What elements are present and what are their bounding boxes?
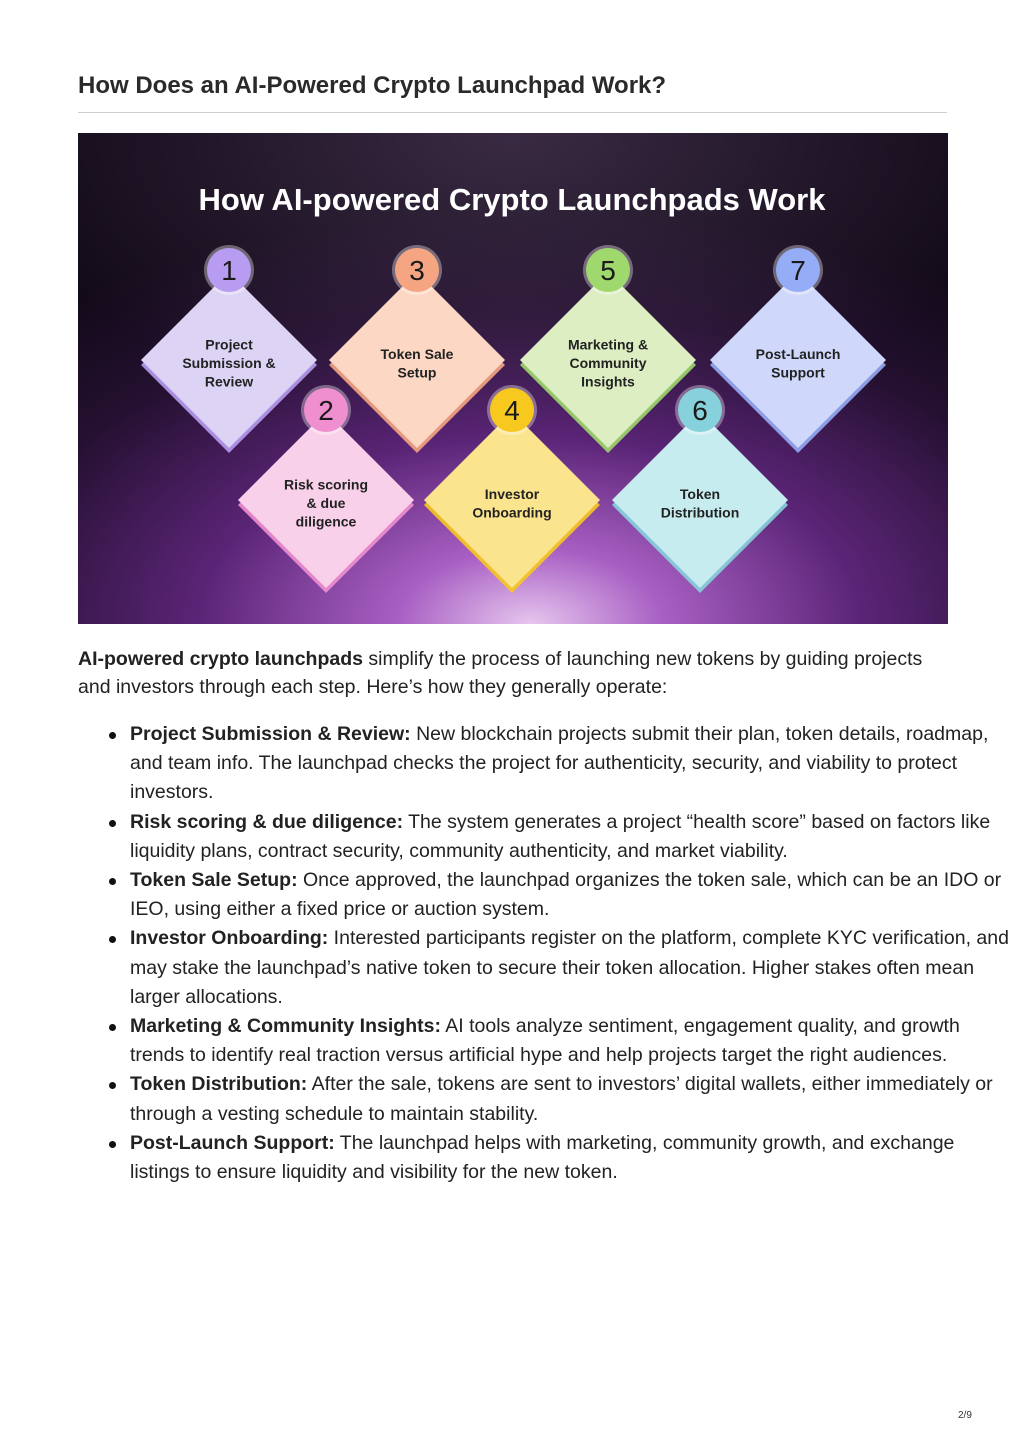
item-text: New blockchain projects submit their pla…	[130, 723, 989, 804]
infographic-title: How AI-powered Crypto Launchpads Work	[199, 182, 827, 217]
item-term: Post-Launch Support:	[130, 1131, 335, 1154]
item-text: The system generates a project “health s…	[130, 810, 991, 862]
list-item: Marketing & Community Insights: AI tools…	[109, 1012, 1010, 1070]
title-divider	[78, 112, 947, 113]
badge-circle	[586, 248, 630, 292]
intro-paragraph: AI-powered crypto launchpads simplify th…	[78, 645, 948, 701]
item-term: Project Submission & Review:	[130, 723, 411, 745]
badge-circle	[490, 388, 534, 432]
card-diamond	[141, 272, 317, 448]
card-label-line: Onboarding	[472, 504, 551, 520]
card-label-line: & due	[307, 495, 346, 511]
card-label-line: Review	[205, 374, 253, 390]
card-label-line: diligence	[296, 514, 357, 530]
list-item: Project Submission & Review: New blockch…	[109, 720, 1010, 808]
card-label-line: Post-Launch	[756, 346, 841, 362]
card-label-line: Setup	[398, 364, 437, 380]
item-text: Interested participants register on the …	[130, 927, 1009, 1008]
card-diamond	[710, 272, 886, 448]
item-term: Token Distribution:	[130, 1073, 308, 1096]
badge-number: 7	[790, 255, 806, 286]
card-label-line: Marketing &	[568, 337, 648, 353]
badge-circle	[395, 248, 439, 292]
list-item: Post-Launch Support: The launchpad helps…	[109, 1129, 1010, 1187]
card-label-line: Token Sale	[381, 346, 454, 362]
card-label-line: Support	[771, 364, 825, 380]
card-label-line: Project	[205, 337, 253, 353]
badge-circle	[776, 248, 820, 292]
card-diamond	[424, 412, 600, 588]
card-diamond	[520, 272, 696, 448]
list-item: Investor Onboarding: Interested particip…	[109, 924, 1010, 1012]
page-title: How Does an AI-Powered Crypto Launchpad …	[78, 72, 667, 99]
item-term: Marketing & Community Insights:	[130, 1015, 441, 1038]
badge-number: 3	[409, 255, 425, 286]
list-item: Token Distribution: After the sale, toke…	[109, 1070, 1010, 1128]
card-diamond	[238, 412, 414, 588]
card-label-line: Submission &	[182, 355, 275, 371]
intro-text: simplify the process of launching new to…	[78, 648, 923, 698]
badge-number: 6	[692, 395, 708, 426]
list-item: Token Sale Setup: Once approved, the lau…	[109, 866, 1010, 924]
card-label-line: Insights	[581, 374, 635, 390]
item-text: Once approved, the launchpad organizes t…	[130, 869, 1002, 921]
intro-bold: AI-powered crypto launchpads	[78, 648, 363, 670]
card-diamond	[329, 272, 505, 448]
item-term: Investor Onboarding:	[130, 927, 329, 950]
item-term: Risk scoring & due diligence:	[130, 810, 404, 833]
list-item: Risk scoring & due diligence: The system…	[109, 808, 1010, 866]
badge-number: 2	[318, 395, 334, 426]
card-label-line: Investor	[485, 486, 540, 502]
steps-list: Project Submission & Review: New blockch…	[78, 720, 1010, 1187]
badge-circle	[678, 388, 722, 432]
card-label-line: Risk scoring	[284, 477, 368, 493]
card-label-line: Token	[680, 486, 720, 502]
badge-number: 4	[504, 395, 520, 426]
item-term: Token Sale Setup:	[130, 869, 298, 892]
badge-number: 5	[600, 255, 616, 286]
item-text: After the sale, tokens are sent to inves…	[130, 1073, 993, 1125]
item-text: AI tools analyze sentiment, engagement q…	[130, 1015, 960, 1067]
badge-number: 1	[221, 255, 237, 286]
badge-circle	[207, 248, 251, 292]
card-label-line: Community	[570, 355, 647, 371]
card-label-line: Distribution	[661, 504, 740, 520]
badge-circle	[304, 388, 348, 432]
card-diamond	[612, 412, 788, 588]
page-number: 2/9	[958, 1410, 972, 1421]
item-text: The launchpad helps with marketing, comm…	[130, 1131, 955, 1184]
